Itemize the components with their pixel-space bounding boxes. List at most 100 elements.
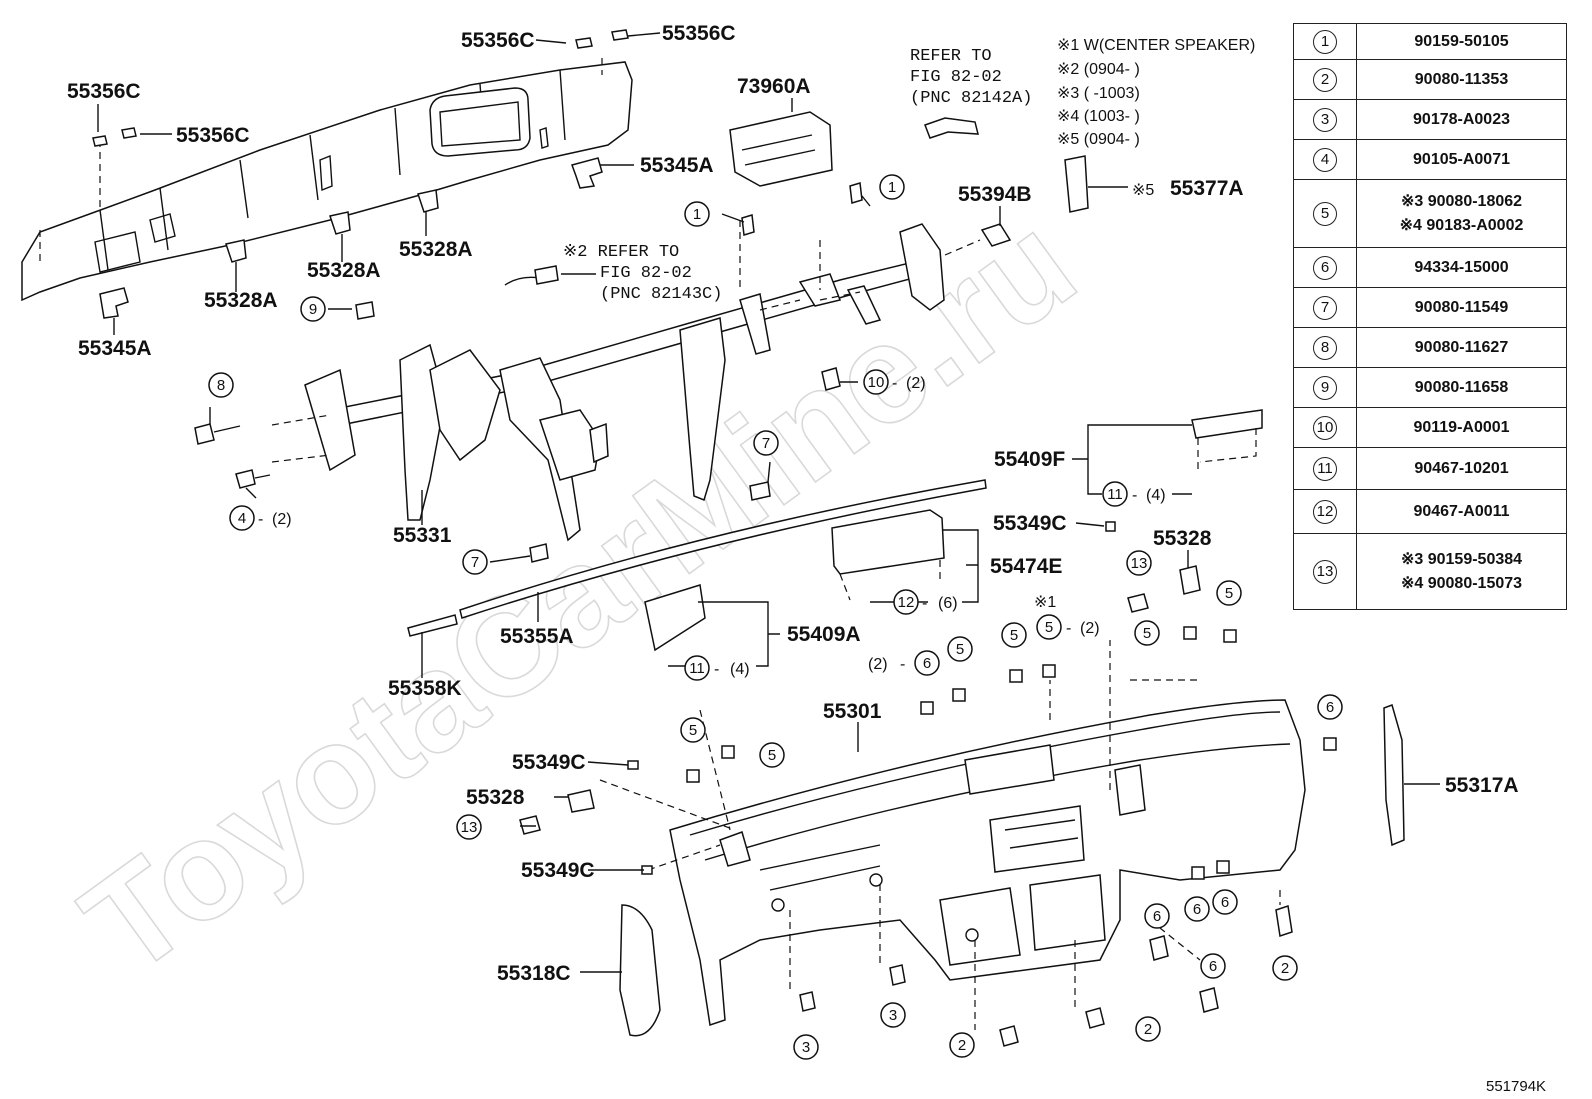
label-55349c: 55349C: [521, 859, 595, 882]
parts-table-value: 90119-A0001: [1356, 407, 1567, 448]
part-number: ※4 90080-15073: [1400, 574, 1523, 592]
label-55358k: 55358K: [388, 677, 462, 700]
parts-table-value: ※3 90159-50384※4 90080-15073: [1356, 533, 1567, 610]
callout-12: 12: [893, 589, 919, 615]
parts-table-key: 13: [1293, 533, 1357, 610]
parts-table-key: 9: [1293, 367, 1357, 408]
label-55356c: 55356C: [662, 22, 736, 45]
parts-table-key: 10: [1293, 407, 1357, 448]
svg-text:5: 5: [1143, 625, 1151, 642]
svg-text:6: 6: [1326, 699, 1334, 716]
part-number: 90119-A0001: [1413, 418, 1510, 436]
callout-6: 6: [1200, 953, 1226, 979]
parts-table-key: 11: [1293, 447, 1357, 490]
svg-text:3: 3: [802, 1039, 810, 1056]
qty-dash: -: [900, 656, 905, 673]
callout-5: 5: [1001, 622, 1027, 648]
callout-circle: 9: [1313, 375, 1337, 400]
part-number: 90467-A0011: [1413, 502, 1510, 520]
qty-dash: -: [922, 595, 927, 612]
star-note: ※5: [1132, 182, 1154, 199]
qty-dash: -: [892, 375, 897, 392]
callout-13: 13: [456, 814, 482, 840]
label-55328a: 55328A: [399, 238, 473, 261]
svg-text:3: 3: [889, 1007, 897, 1024]
callout-6: 6: [1317, 694, 1343, 720]
label-55356c: 55356C: [461, 29, 535, 52]
bolts: [194, 182, 1012, 563]
part-number: 90080-11627: [1414, 338, 1509, 356]
parts-table-value: 94334-15000: [1356, 247, 1567, 288]
refer-note-line: (PNC 82142A): [910, 89, 1032, 108]
svg-text:5: 5: [1225, 585, 1233, 602]
qty-dash: -: [258, 511, 263, 528]
svg-text:10: 10: [868, 374, 885, 391]
svg-text:5: 5: [689, 722, 697, 739]
label-55331: 55331: [393, 524, 452, 547]
upper-panel-drawing: [21, 58, 633, 302]
legend-line: ※4 (1003- ): [1057, 108, 1140, 125]
parts-table-key: 3: [1293, 99, 1357, 140]
parts-table-value: 90080-11627: [1356, 327, 1567, 368]
parts-table-key: 6: [1293, 247, 1357, 288]
part-number: 90159-50105: [1414, 32, 1509, 50]
instrument-panel-drawing: [669, 699, 1306, 1026]
qty-dash: -: [1132, 487, 1137, 504]
star-note: ※1: [1034, 594, 1056, 611]
qty-dash: -: [1066, 620, 1071, 637]
callout-2: 2: [949, 1032, 975, 1058]
svg-text:8: 8: [217, 377, 225, 394]
callout-13: 13: [1126, 550, 1152, 576]
qty: (6): [938, 595, 958, 612]
parts-table-value: 90467-A0011: [1356, 489, 1567, 534]
callout-circle: 13: [1313, 559, 1337, 584]
svg-text:7: 7: [762, 435, 770, 452]
label-55318c: 55318C: [497, 962, 571, 985]
part-number: 90080-11658: [1414, 378, 1509, 396]
part-number: ※4 90183-A0002: [1399, 216, 1524, 234]
svg-text:13: 13: [461, 819, 478, 836]
callout-circle: 4: [1313, 147, 1337, 172]
callout-11: 11: [684, 655, 710, 681]
callout-1: 1: [879, 174, 905, 200]
part-number: 94334-15000: [1414, 258, 1509, 276]
label-55356c: 55356C: [176, 124, 250, 147]
label-55356c: 55356C: [67, 80, 141, 103]
callout-circle: 6: [1313, 255, 1337, 280]
label-55345a: 55345A: [640, 154, 714, 177]
qty-dash: -: [714, 661, 719, 678]
parts-table-key: 5: [1293, 179, 1357, 248]
parts-table-value: 90080-11353: [1356, 59, 1567, 100]
part-number: 90178-A0023: [1413, 110, 1510, 128]
callout-7: 7: [753, 430, 779, 456]
part-number: 90105-A0071: [1413, 150, 1510, 168]
label-55409a: 55409A: [787, 623, 861, 646]
svg-text:11: 11: [1107, 486, 1123, 503]
parts-table-value: 90105-A0071: [1356, 139, 1567, 180]
svg-text:11: 11: [689, 660, 705, 677]
label-55394b: 55394B: [958, 183, 1032, 206]
callout-3: 3: [880, 1002, 906, 1028]
parts-table-row: 10 90119-A0001: [1293, 407, 1567, 448]
parts-table-value: ※3 90080-18062※4 90183-A0002: [1356, 179, 1567, 248]
callout-5: 5: [1036, 614, 1062, 640]
callout-circle: 3: [1313, 107, 1337, 132]
parts-table-value: 90159-50105: [1356, 23, 1567, 60]
part-number: 90467-10201: [1414, 459, 1509, 477]
parts-table-row: 9 90080-11658: [1293, 367, 1567, 408]
parts-table-row: 5※3 90080-18062※4 90183-A0002: [1293, 179, 1567, 248]
parts-table-row: 11 90467-10201: [1293, 447, 1567, 490]
callout-8: 8: [208, 372, 234, 398]
callout-2: 2: [1272, 955, 1298, 981]
callout-5: 5: [947, 636, 973, 662]
callout-5: 5: [680, 717, 706, 743]
reinforcement-beam-drawing: [271, 220, 981, 542]
legend-line: ※2 (0904- ): [1057, 61, 1140, 78]
label-55328a: 55328A: [204, 289, 278, 312]
svg-text:2: 2: [1144, 1021, 1152, 1038]
callouts: 1 1 9 8 10 7 4 7 11 13 12 5 5 5 5 5 6 11…: [208, 174, 1343, 1060]
connectors: [504, 117, 1089, 286]
